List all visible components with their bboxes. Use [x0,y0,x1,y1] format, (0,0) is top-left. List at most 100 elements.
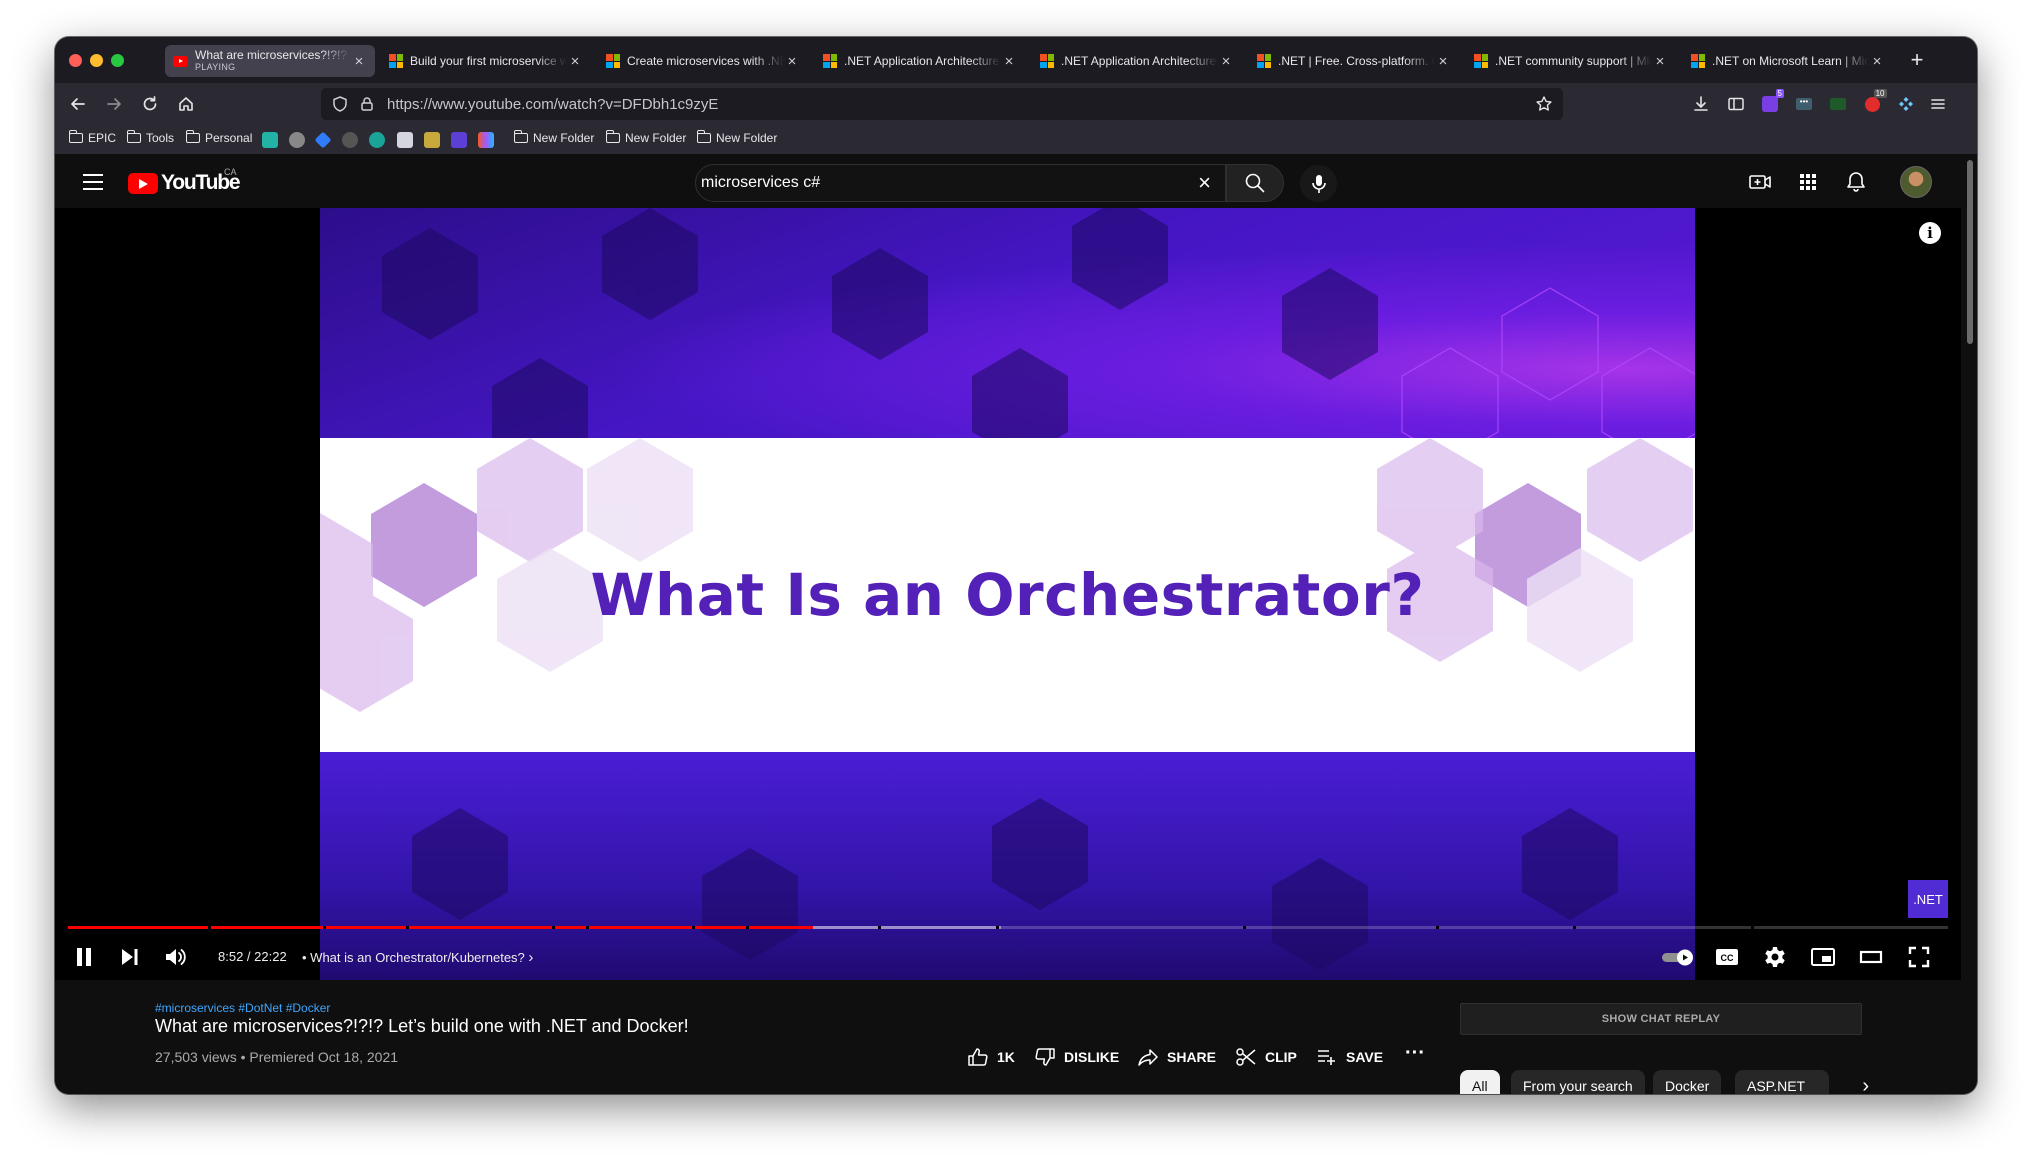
close-tab-icon[interactable]: × [1004,52,1014,70]
bookmark-folder-new-3[interactable]: New Folder [696,130,777,145]
video-frame: What Is an Orchestrator? [320,208,1695,980]
youtube-wordmark: YouTube [161,171,241,194]
close-tab-icon[interactable]: × [1655,52,1665,70]
search-input[interactable]: microservices c# [701,174,821,191]
tab-ms-5[interactable]: .NET | Free. Cross-platform. O × [1249,45,1459,77]
chapter-title-button[interactable]: • What is an Orchestrator/Kubernetes? › [302,949,534,966]
clear-search-icon[interactable]: × [1198,170,1211,195]
bookmark-folder-new-1[interactable]: New Folder [513,130,594,145]
home-button[interactable] [173,91,199,117]
figma-icon[interactable] [478,132,494,148]
tab-ms-2[interactable]: Create microservices with .NE × [598,45,808,77]
chip-all[interactable]: All [1460,1070,1500,1094]
dotnet-watermark[interactable]: .NET [1908,880,1948,918]
theater-mode-button[interactable] [1855,944,1887,970]
tab-ms-4[interactable]: .NET Application Architecture × [1032,45,1242,77]
back-button[interactable] [65,91,91,117]
search-button[interactable] [1226,164,1284,202]
bookmark-icon[interactable] [397,132,413,148]
menu-button[interactable] [1925,91,1951,117]
autoplay-toggle[interactable] [1659,944,1699,970]
avatar[interactable] [1900,166,1932,198]
w-icon[interactable] [451,132,467,148]
shield-icon[interactable] [331,95,349,113]
apps-button[interactable] [1796,170,1822,196]
bookmark-folder-personal[interactable]: Personal [185,130,252,145]
scrollbar-thumb[interactable] [1967,160,1973,344]
minimize-window-button[interactable] [90,54,103,67]
extension-button[interactable]: 5 [1757,89,1784,117]
bookmark-folder-epic[interactable]: EPIC [68,130,116,145]
chapter-marker [208,926,211,929]
reload-button[interactable] [137,91,163,117]
tab-ms-7[interactable]: .NET on Microsoft Learn | Micr × [1683,45,1893,77]
extension-button[interactable] [1825,91,1851,117]
more-actions-button[interactable]: ··· [1405,1042,1425,1064]
bookmark-folder-new-2[interactable]: New Folder [605,130,686,145]
share-button[interactable]: SHARE [1137,1047,1216,1067]
bookmark-folder-tools[interactable]: Tools [126,130,174,145]
video-player[interactable]: What Is an Orchestrator? i .NET [55,208,1961,980]
forward-button[interactable] [101,91,127,117]
downloads-button[interactable] [1688,91,1714,117]
create-button[interactable] [1748,170,1774,196]
info-icon[interactable]: i [1919,222,1941,244]
dislike-button[interactable]: DISLIKE [1034,1047,1119,1067]
search-box[interactable]: microservices c# × [695,164,1226,202]
chevron-right-icon: › [528,949,534,966]
tab-ms-1[interactable]: Build your first microservice wi × [381,45,591,77]
hashtags-link[interactable]: #microservices #DotNet #Docker [155,1001,331,1015]
settings-button[interactable] [1759,944,1791,970]
close-tab-icon[interactable]: × [1438,52,1448,70]
github-icon[interactable] [342,132,358,148]
youtube-logo[interactable]: YouTube CA [128,167,241,195]
mute-button[interactable] [161,944,191,970]
clip-button[interactable]: CLIP [1235,1047,1297,1067]
zoom-window-button[interactable] [111,54,124,67]
bookmark-icon[interactable] [369,132,385,148]
close-tab-icon[interactable]: × [787,52,797,70]
extension-button[interactable]: 10 [1859,88,1887,117]
bookmark-icon[interactable] [262,132,278,148]
notifications-button[interactable] [1844,170,1870,196]
progress-bar[interactable] [68,926,1948,929]
close-tab-icon[interactable]: × [1221,52,1231,70]
arrow-left-icon [71,98,85,110]
pause-button[interactable] [69,944,99,970]
guide-menu-button[interactable] [83,174,103,195]
microsoft-icon [389,54,403,68]
chapter-marker [1573,926,1576,929]
bookmark-icon[interactable] [424,132,440,148]
close-tab-icon[interactable]: × [1872,52,1882,70]
close-tab-icon[interactable]: × [570,52,580,70]
new-tab-button[interactable]: + [1910,47,1924,72]
hexagon-decoration [320,438,1693,712]
sidebar-button[interactable] [1723,91,1749,117]
fullscreen-button[interactable] [1903,944,1935,970]
show-chat-replay-button[interactable]: SHOW CHAT REPLAY [1460,1003,1862,1035]
extension-button[interactable]: ••• [1791,91,1817,117]
chip-aspnet[interactable]: ASP.NET [1735,1070,1830,1094]
scissors-icon [1236,1048,1256,1066]
page-scrollbar[interactable] [1966,156,1974,1094]
voice-search-button[interactable] [1300,165,1337,202]
close-tab-icon[interactable]: × [354,52,364,70]
chip-docker[interactable]: Docker [1653,1070,1722,1094]
apple-icon[interactable] [289,132,305,148]
like-button[interactable]: 1K [967,1047,1015,1067]
tab-ms-3[interactable]: .NET Application Architecture × [815,45,1025,77]
miniplayer-button[interactable] [1807,944,1839,970]
tab-ms-6[interactable]: .NET community support | Mic × [1466,45,1676,77]
next-button[interactable] [115,944,145,970]
save-button[interactable]: SAVE [1316,1047,1383,1067]
bookmark-icon[interactable] [314,131,332,149]
subtitles-button[interactable]: CC [1711,944,1743,970]
star-bookmark-icon[interactable] [1535,95,1553,113]
chip-from-your-search[interactable]: From your search [1511,1070,1645,1094]
extension-button[interactable] [1893,91,1919,117]
address-bar[interactable]: https://www.youtube.com/watch?v=DFDbh1c9… [321,88,1563,120]
lock-icon[interactable] [359,96,375,112]
close-window-button[interactable] [69,54,82,67]
chips-next-button[interactable]: › [1835,1070,1875,1094]
